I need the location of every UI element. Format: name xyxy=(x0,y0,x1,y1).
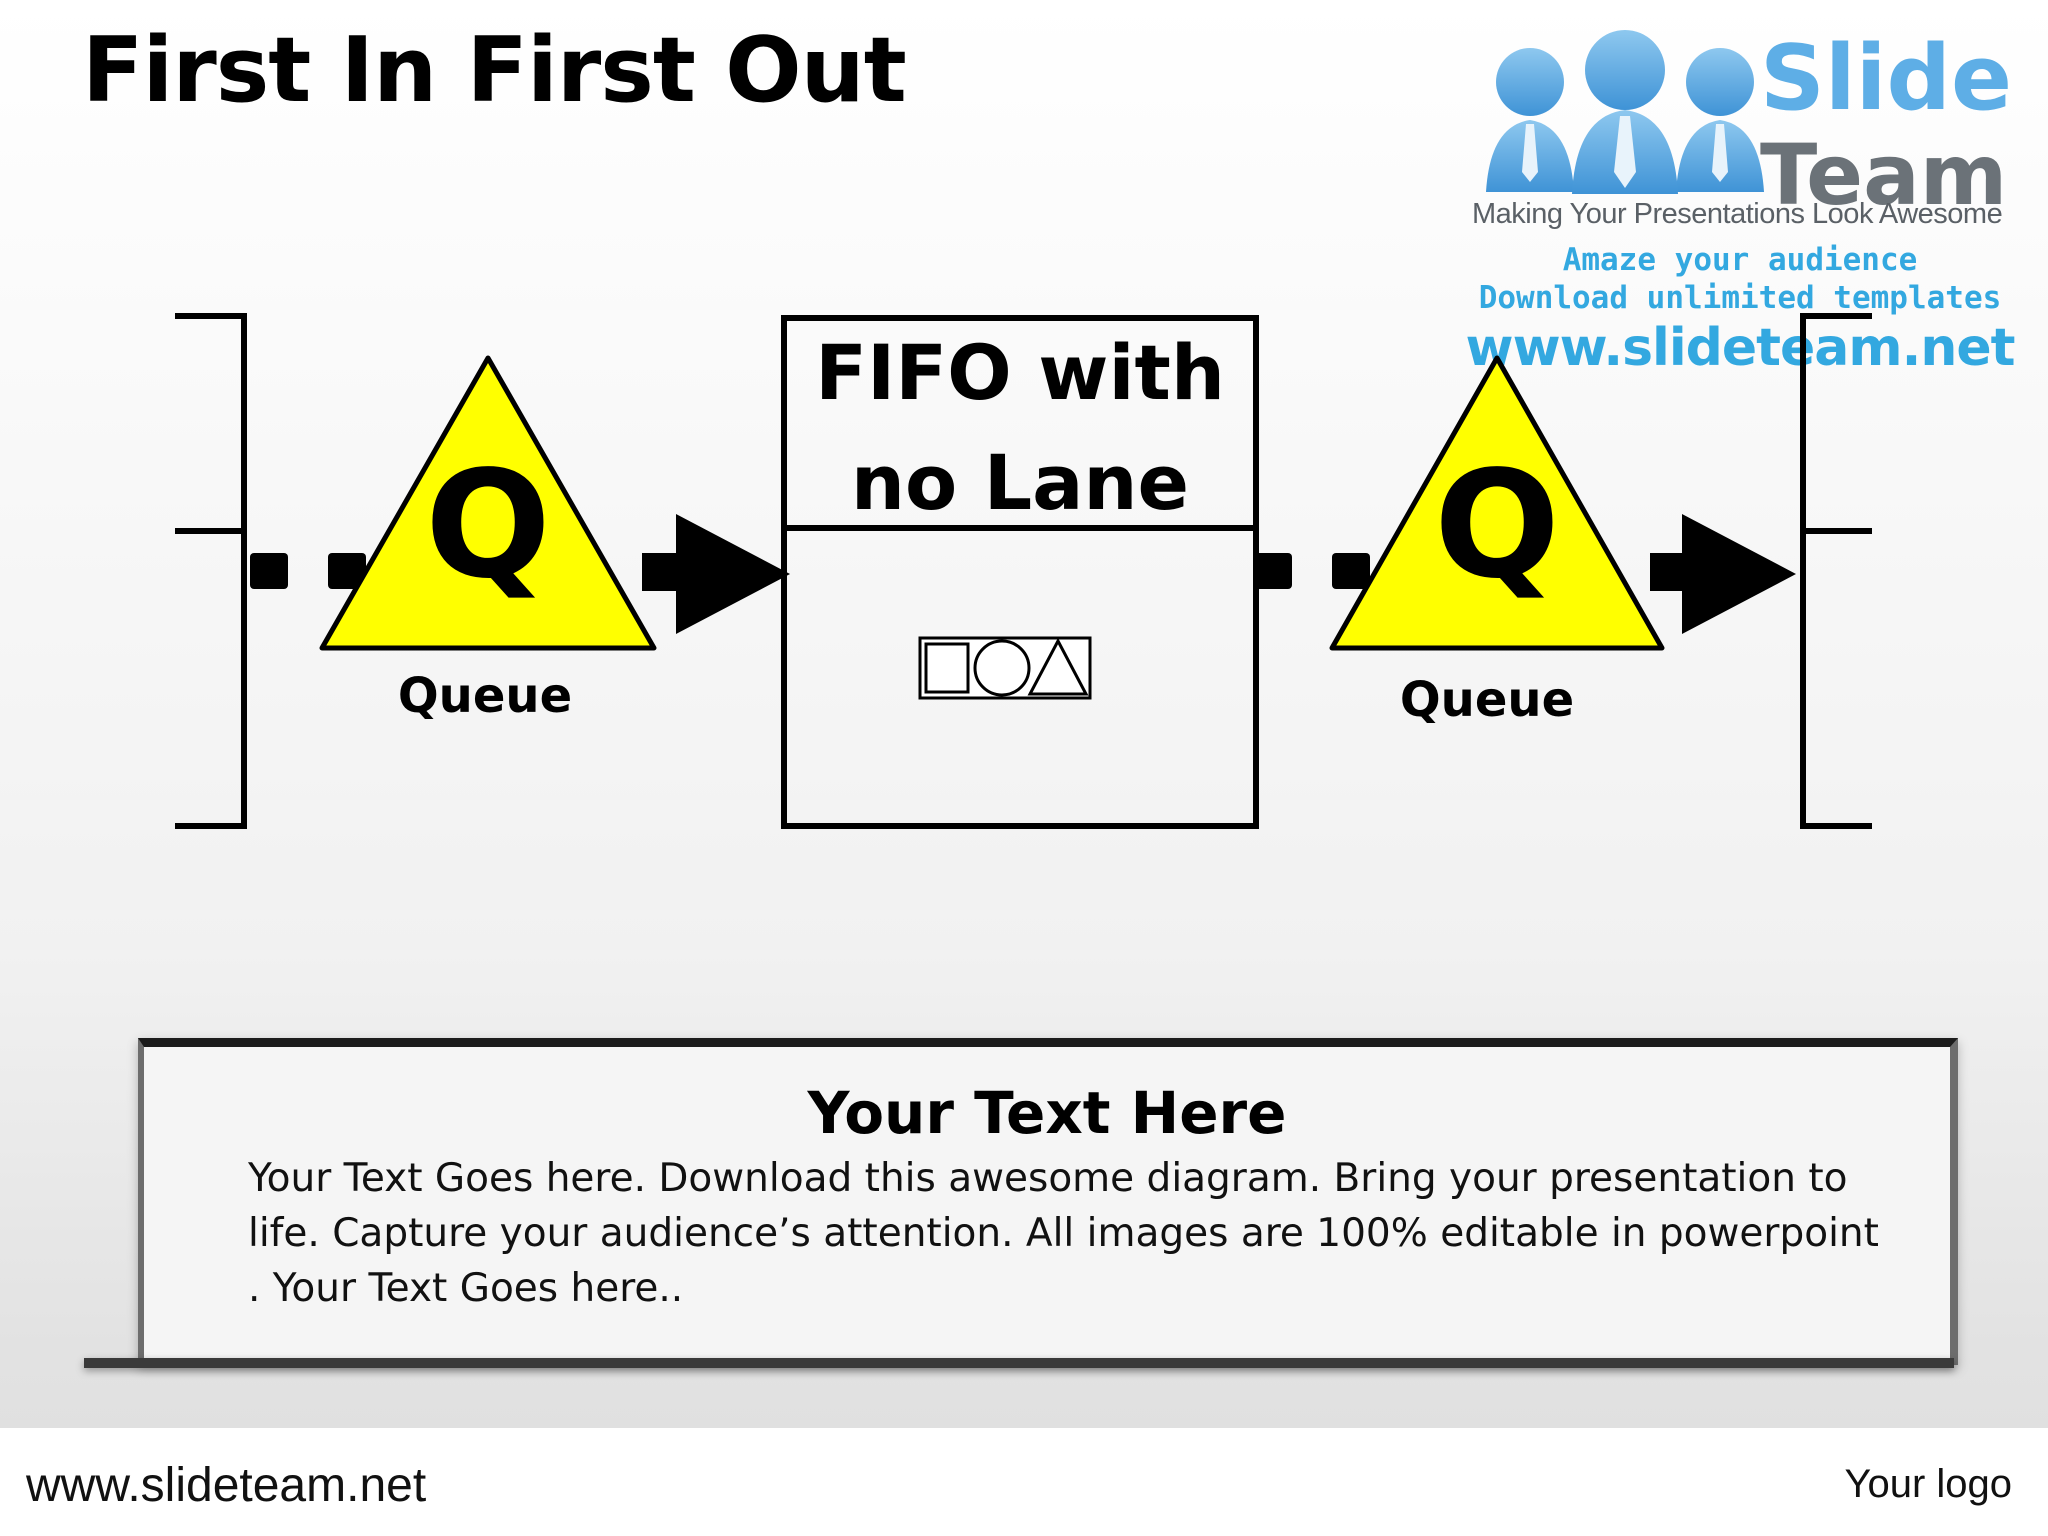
footer-bar xyxy=(0,1428,2048,1536)
process-title: FIFO with no Lane xyxy=(784,318,1256,527)
footer-logo-placeholder: Your logo xyxy=(1844,1462,2012,1506)
connector-dash xyxy=(328,553,366,589)
brand-name-line1: Slide xyxy=(1760,26,2012,131)
text-panel: Your Text Here Your Text Goes here. Down… xyxy=(138,1038,1958,1365)
people-icon xyxy=(1486,30,1764,194)
text-panel-shadow-bar xyxy=(84,1358,1954,1368)
brand-url: www.slideteam.net xyxy=(1465,318,2016,378)
queue-right-label: Queue xyxy=(1399,672,1575,728)
queue-right-triangle xyxy=(1329,355,1665,651)
right-bracket xyxy=(1800,313,1872,829)
process-title-line2: no Lane xyxy=(850,438,1190,527)
brand-promo-line1: Amaze your audience xyxy=(1562,242,1918,278)
shapes-icon xyxy=(918,636,1092,700)
fifo-diagram xyxy=(175,313,1872,829)
brand-tagline: Making Your Presentations Look Awesome xyxy=(1472,198,2003,230)
process-box xyxy=(781,315,1259,829)
queue-right-symbol: Q xyxy=(1434,439,1560,611)
slideteam-logo: Slide Team Making Your Presentations Loo… xyxy=(1460,18,2020,378)
push-arrow-right xyxy=(1650,514,1796,634)
connector-dash xyxy=(1332,553,1370,589)
left-bracket xyxy=(175,313,247,829)
text-panel-body: Your Text Goes here. Download this aweso… xyxy=(248,1156,1879,1311)
process-title-line1: FIFO with xyxy=(815,328,1225,417)
text-panel-heading: Your Text Here xyxy=(807,1079,1287,1147)
footer-url[interactable]: www.slideteam.net xyxy=(26,1459,427,1512)
slide-title: First In First Out xyxy=(82,18,907,123)
queue-left-label: Queue xyxy=(397,668,573,724)
connector-dash xyxy=(1254,553,1292,589)
queue-left-triangle xyxy=(319,355,657,651)
connector-dash xyxy=(250,553,288,589)
brand-name-line2: Team xyxy=(1760,126,2008,224)
push-arrow-left xyxy=(642,514,790,634)
queue-left-symbol: Q xyxy=(425,439,551,611)
brand-promo-line2: Download unlimited templates xyxy=(1478,280,2002,316)
